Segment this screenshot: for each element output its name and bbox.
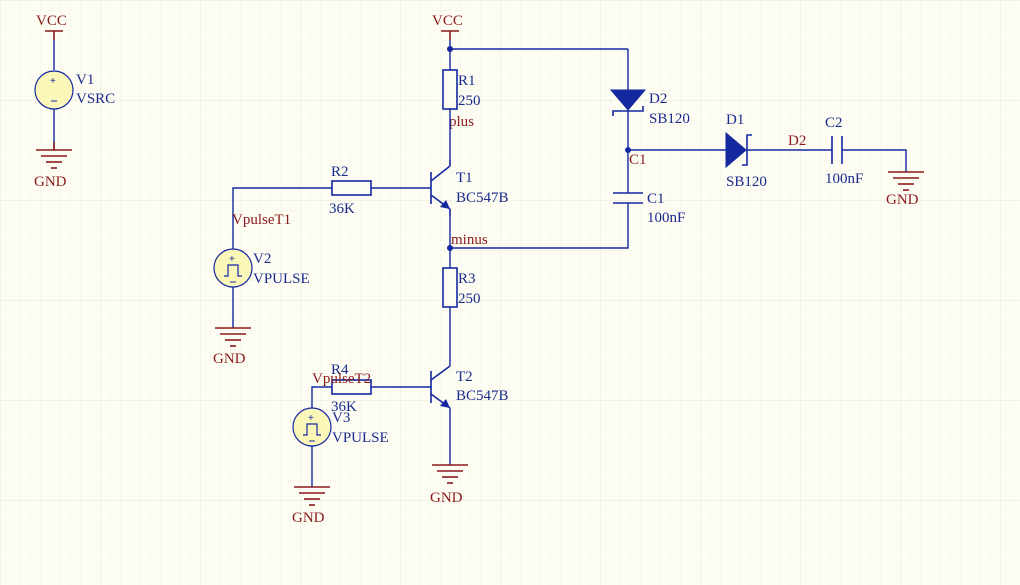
gnd-label-t2: GND <box>430 490 463 506</box>
net-label-plus: plus <box>449 114 474 130</box>
capacitor-c1[interactable] <box>613 192 643 204</box>
pulse-source-v3[interactable]: + <box>292 407 332 447</box>
d2-ref-label: D2 <box>649 91 667 107</box>
r2-ref-label: R2 <box>331 164 349 180</box>
wire-minus-c1 <box>450 203 629 249</box>
r4-ref-label: R4 <box>331 362 349 378</box>
gnd-symbol-v2: GND <box>213 327 251 367</box>
net-label-minus: minus <box>451 232 488 248</box>
v1-value-label: VSRC <box>76 91 115 107</box>
r3-ref-label: R3 <box>458 271 476 287</box>
v3-value-label: VPULSE <box>332 430 389 446</box>
gnd-symbol-v3: GND <box>292 486 330 526</box>
d1-ref-label: D1 <box>726 112 744 128</box>
v2-value-label: VPULSE <box>253 271 310 287</box>
net-label-vpulset2: VpulseT2 <box>312 371 371 387</box>
v3-ref-label: V3 <box>332 410 350 426</box>
svg-text:+: + <box>229 254 235 265</box>
c2-ref-label: C2 <box>825 115 843 131</box>
v1-ref-label: V1 <box>76 72 94 88</box>
voltage-source-v1[interactable]: + <box>34 70 74 110</box>
gnd-symbol-c2: GND <box>886 171 924 208</box>
vcc-label-v1: VCC <box>36 13 67 29</box>
v2-ref-label: V2 <box>253 251 271 267</box>
resistor-r3[interactable] <box>442 267 458 308</box>
vcc-symbol-v1: VCC <box>36 13 67 40</box>
vcc-symbol-main: VCC <box>432 13 463 40</box>
gnd-label-v3: GND <box>292 510 325 526</box>
wire-v3-r4 <box>311 386 332 408</box>
resistor-r2[interactable] <box>331 180 372 196</box>
d1-value-label: SB120 <box>726 174 767 190</box>
r2-value-label: 36K <box>329 201 355 217</box>
r4-value-label: 36K <box>331 399 357 415</box>
gnd-label-v2: GND <box>213 351 246 367</box>
t2-value-label: BC547B <box>456 388 509 404</box>
t2-ref-label: T2 <box>456 369 473 385</box>
net-label-vpulset1: VpulseT1 <box>232 212 291 228</box>
r3-value-label: 250 <box>458 291 481 307</box>
vcc-label-main: VCC <box>432 13 463 29</box>
net-label-d2: D2 <box>788 133 806 149</box>
gnd-label-v1: GND <box>34 174 67 190</box>
net-label-c1: C1 <box>629 152 647 168</box>
wire-c2-gnd <box>842 149 907 172</box>
transistor-t1[interactable] <box>430 160 451 216</box>
gnd-symbol-t2: GND <box>430 464 468 506</box>
r1-value-label: 250 <box>458 93 481 109</box>
svg-text:+: + <box>308 413 314 424</box>
gnd-symbol-v1: GND <box>34 142 72 190</box>
r1-ref-label: R1 <box>458 73 476 89</box>
t1-ref-label: T1 <box>456 170 473 186</box>
svg-text:+: + <box>50 76 56 87</box>
gnd-label-c2: GND <box>886 192 919 208</box>
t1-value-label: BC547B <box>456 190 509 206</box>
resistor-r1[interactable] <box>442 69 458 110</box>
d2-value-label: SB120 <box>649 111 690 127</box>
c2-value-label: 100nF <box>825 171 863 187</box>
pulse-source-v2[interactable]: + <box>213 248 253 288</box>
c1-ref-label: C1 <box>647 191 665 207</box>
c1-value-label: 100nF <box>647 210 685 226</box>
wire-v2-r2 <box>232 187 332 249</box>
